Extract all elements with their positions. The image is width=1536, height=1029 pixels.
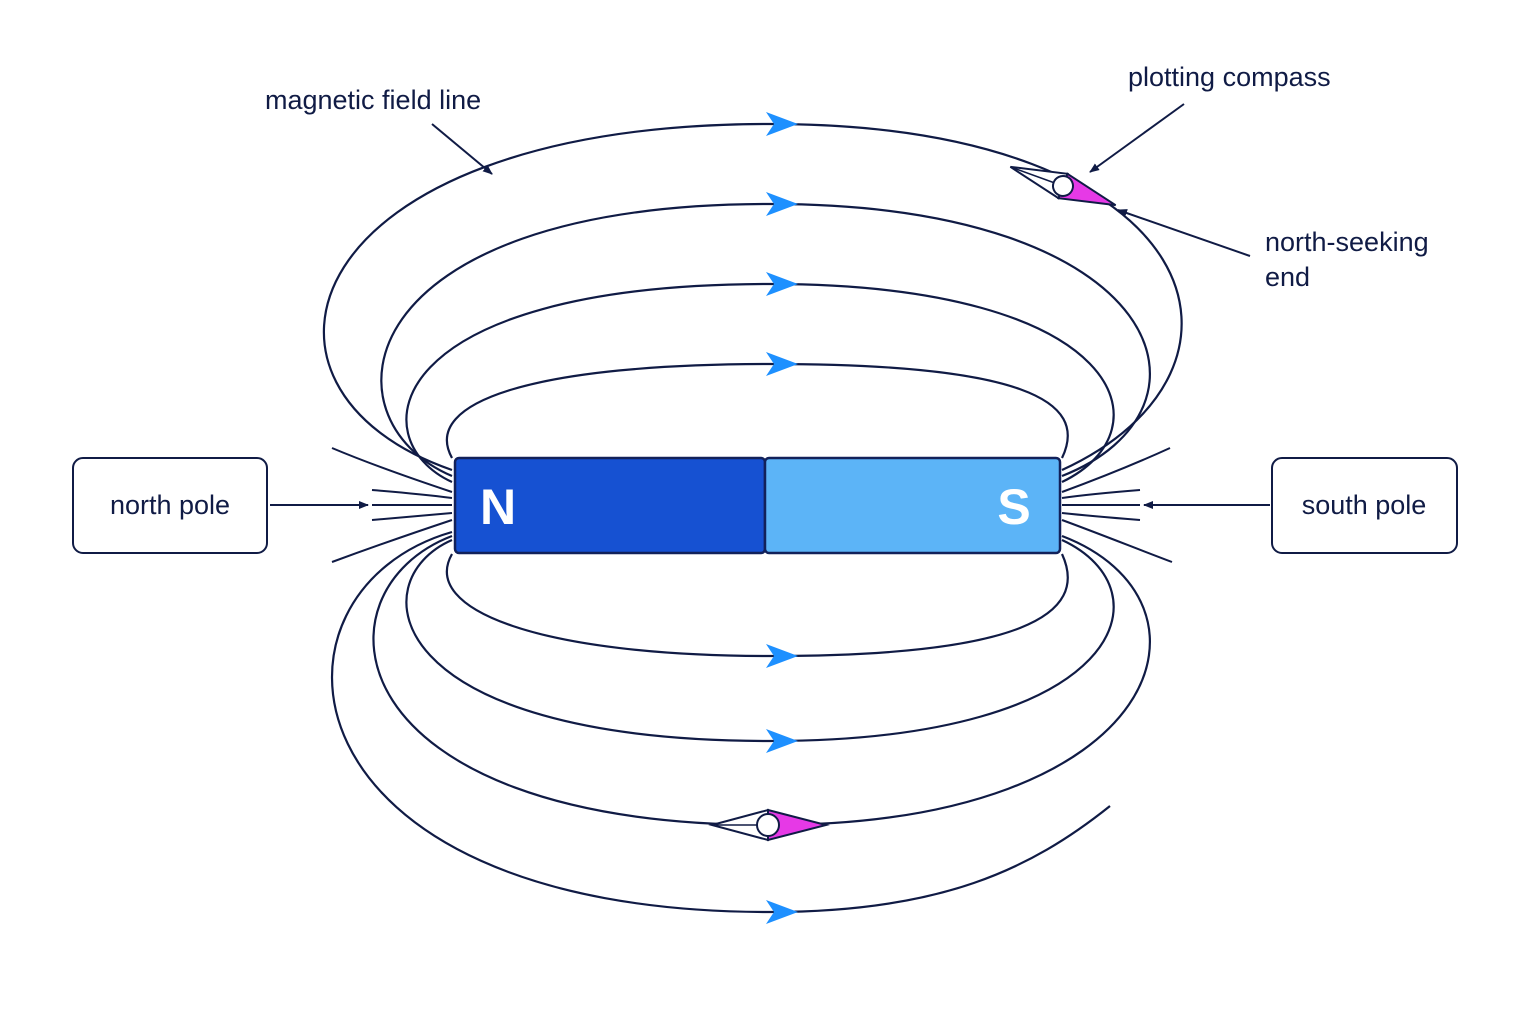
field-line-pointer: [431, 123, 493, 175]
arrow-right-icon: [766, 900, 798, 924]
field-line: [445, 362, 1069, 459]
field-line: [405, 282, 1115, 483]
field-lines-top: [323, 122, 1183, 483]
arrow-right-icon: [766, 644, 798, 668]
arrow-right-icon: [766, 192, 798, 216]
south-pole-label: south pole: [1302, 490, 1427, 520]
field-line-label: magnetic field line: [265, 85, 481, 115]
pointer-arrows: [270, 103, 1270, 509]
field-line: [372, 534, 1151, 827]
magnet-south-half: [763, 456, 1062, 555]
south-pole-box: south pole: [1271, 457, 1458, 554]
field-line: [331, 530, 1111, 914]
compass-pointer: [1089, 103, 1185, 173]
plotting-compass-icon: [708, 808, 830, 842]
bar-magnet: N S: [453, 456, 1062, 555]
south-letter: S: [997, 479, 1030, 535]
arrow-right-icon: [766, 272, 798, 296]
arrow-right-icon: [766, 112, 798, 136]
north-pole-label: north pole: [110, 490, 230, 520]
field-line: [445, 553, 1069, 658]
arrow-right-icon: [766, 352, 798, 376]
north-seeking-label-line2: end: [1265, 262, 1310, 292]
plotting-compass-label: plotting compass: [1128, 62, 1331, 92]
north-seeking-label-line1: north-seeking: [1265, 227, 1429, 257]
north-pole-box: north pole: [72, 457, 268, 554]
direction-arrows: [766, 112, 798, 924]
north-seeking-pointer: [1117, 209, 1251, 257]
pole-stubs: [331, 447, 1173, 563]
field-line: [405, 538, 1115, 743]
north-letter: N: [480, 479, 516, 535]
field-line: [323, 122, 1183, 472]
arrow-right-icon: [766, 729, 798, 753]
labels: magnetic field line plotting compass nor…: [265, 62, 1429, 292]
field-lines-bottom: [331, 530, 1151, 914]
plotting-compass-icon: [1009, 165, 1117, 207]
field-line: [380, 202, 1151, 478]
